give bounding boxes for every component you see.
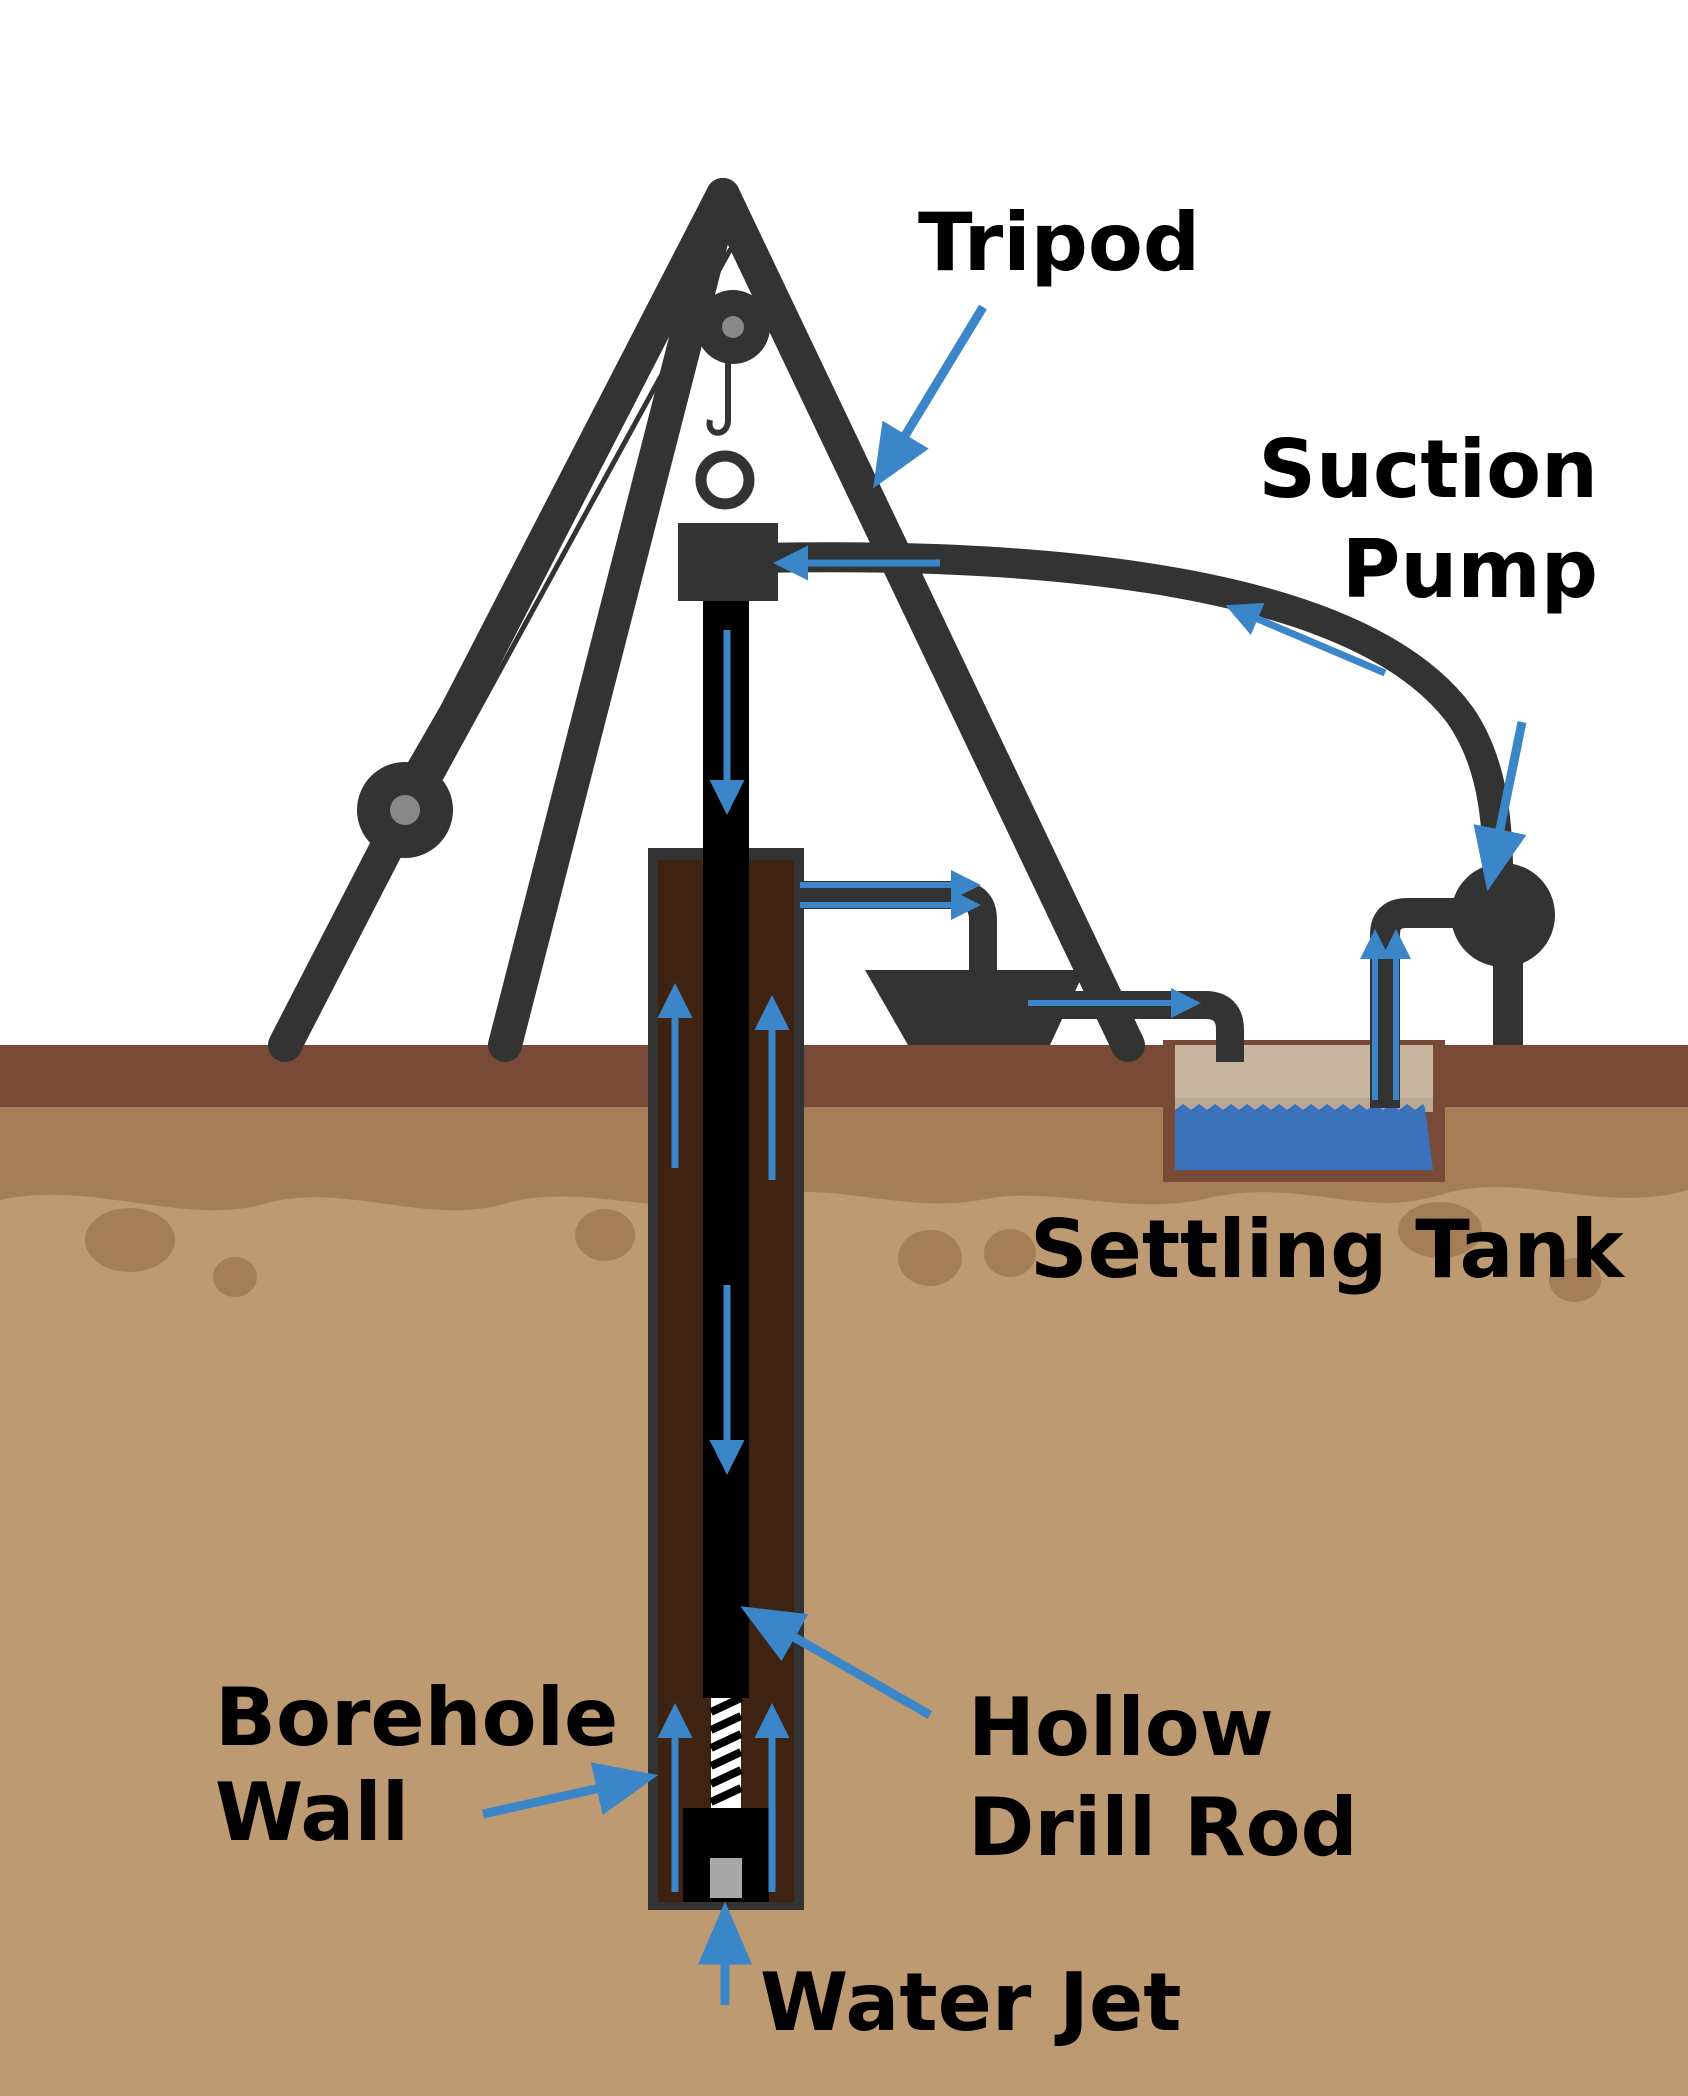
labels: Tripod Suction Pump Settling Tank Boreho… <box>215 196 1625 2049</box>
tank-water <box>1175 1104 1433 1170</box>
winch-hub <box>390 795 420 825</box>
label-settling-tank: Settling Tank <box>1030 1203 1625 1296</box>
soil-blob <box>575 1209 635 1261</box>
soil-blob <box>85 1208 175 1272</box>
label-water-jet: Water Jet <box>760 1956 1181 2049</box>
label-hollow-drill-rod-line1: Hollow <box>968 1681 1274 1774</box>
label-tripod: Tripod <box>918 196 1200 289</box>
drill-rod-twist-stripes <box>709 1694 743 1806</box>
pipe-trough-to-tank <box>1020 991 1244 1062</box>
soil-blob <box>898 1230 962 1286</box>
winch <box>357 762 453 858</box>
delivery-hose <box>759 542 1514 916</box>
pointer-hollow-drill-rod <box>740 1606 933 1719</box>
soil-blob <box>1549 1258 1601 1302</box>
pointer-borehole-wall <box>482 1762 659 1819</box>
soil-blob <box>984 1229 1036 1277</box>
tripod-leg-left <box>268 178 740 1062</box>
pointer-suction-pump <box>1473 721 1527 892</box>
mud-trough <box>865 970 1085 1045</box>
pulley <box>695 290 770 510</box>
water-jet-nozzle <box>710 1858 742 1898</box>
pointer-tripod <box>873 304 987 489</box>
soil-blob <box>1398 1202 1482 1258</box>
winch-rope <box>415 247 733 823</box>
tripod-leg-middle <box>488 178 740 1062</box>
swivel-head <box>678 523 778 601</box>
label-suction-pump-line2: Pump <box>1342 523 1598 616</box>
label-borehole-wall-line1: Borehole <box>215 1671 618 1764</box>
tank-upper-fluid <box>1175 1098 1433 1112</box>
label-hollow-drill-rod-line2: Drill Rod <box>968 1781 1358 1874</box>
label-suction-pump-line1: Suction <box>1258 423 1598 516</box>
pulley-pin <box>722 316 744 338</box>
label-pointers <box>482 304 1527 2005</box>
settling-tank <box>1163 1040 1445 1182</box>
tripod <box>268 178 1145 1062</box>
flow-arrow-left <box>1225 602 1387 677</box>
suction-pump <box>1451 863 1555 967</box>
label-borehole-wall-line2: Wall <box>215 1766 409 1859</box>
ground <box>0 1045 1688 2096</box>
tripod-leg-right <box>706 178 1145 1062</box>
flow-arrows <box>657 545 1411 1892</box>
hook-ring <box>695 450 755 510</box>
winch-rope <box>389 232 718 798</box>
soil-blob <box>213 1257 257 1297</box>
soil-layer <box>0 1100 1688 2096</box>
hook <box>706 355 731 436</box>
